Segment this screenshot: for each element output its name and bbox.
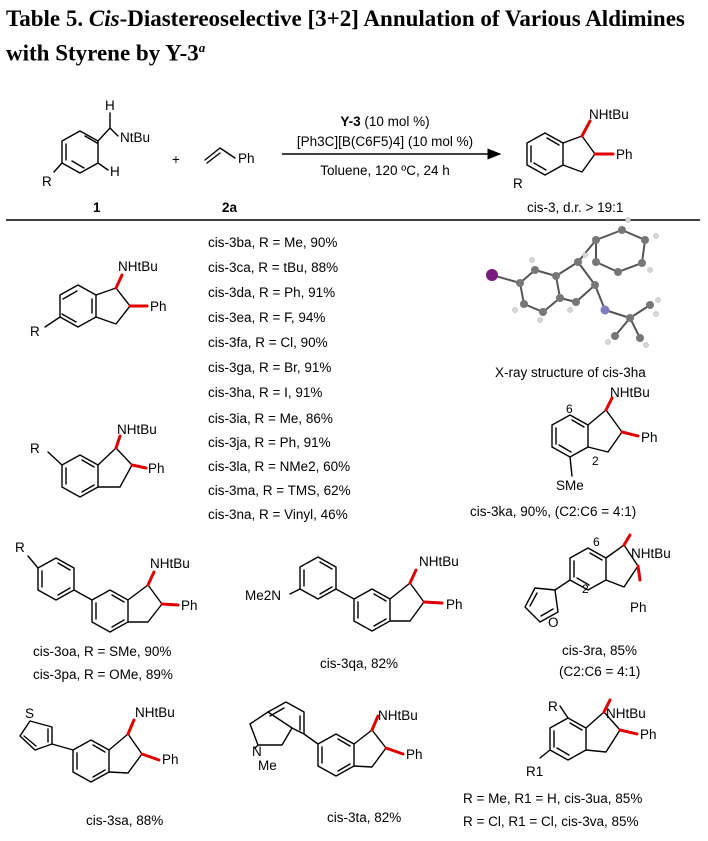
structure-3ba-series: NHtBu Ph R (30, 259, 167, 339)
substrate-styrene-structure: Ph (204, 147, 255, 166)
atom-nme2-qa: Me2N (245, 588, 281, 603)
atom-ph: Ph (616, 147, 633, 162)
compound-line: cis-3la, R = NMe2, 60% (208, 459, 350, 474)
atom-ntbu: NtBu (120, 130, 150, 145)
compound-line: cis-3ea, R = F, 94% (208, 310, 325, 325)
atom-ph-g1: Ph (150, 299, 167, 314)
ka-caption: cis-3ka, 90%, (C2:C6 = 4:1) (470, 504, 636, 519)
atom-nhtbu-ra: NHtBu (631, 546, 671, 561)
atom-nhtbu: NHtBu (589, 107, 629, 122)
compound-line: cis-3ga, R = Br, 91% (208, 360, 331, 375)
atom-r-g1: R (30, 324, 40, 339)
ta-caption: cis-3ta, 82% (327, 810, 401, 825)
oa-caption-2: cis-3pa, R = OMe, 89% (33, 667, 173, 682)
structure-3ra: NHtBu Ph O 6 2 (524, 533, 671, 630)
structure-3oa: NHtBu Ph R (15, 540, 198, 633)
atom-nhtbu-sa: NHtBu (135, 705, 175, 720)
plus-sign: + (172, 152, 180, 167)
position-2-label-ra: 2 (582, 582, 589, 596)
structure-3sa: NHtBu Ph S (19, 705, 179, 783)
atom-nhtbu-ka: NHtBu (610, 385, 650, 400)
atom-nhtbu-ua: NHtBu (606, 706, 646, 721)
position-6-label-ra: 6 (593, 535, 600, 549)
xray-structure-image (486, 217, 661, 348)
group1-list: cis-3ba, R = Me, 90% cis-3ca, R = tBu, 8… (208, 235, 338, 400)
compound-line: cis-3ma, R = TMS, 62% (208, 483, 351, 498)
ua-caption-1: R = Me, R1 = H, cis-3ua, 85% (463, 791, 642, 806)
atom-ph-styrene: Ph (238, 151, 255, 166)
ra-caption-1: cis-3ra, 85% (562, 643, 637, 658)
ua-caption-2: R = Cl, R1 = Cl, cis-3va, 85% (463, 814, 639, 829)
oa-caption-1: cis-3oa, R = SMe, 90% (33, 644, 171, 659)
compound-line: cis-3ba, R = Me, 90% (208, 235, 337, 250)
atom-nhtbu-qa: NHtBu (419, 554, 459, 569)
atom-ph-oa: Ph (181, 598, 198, 613)
compound-line: cis-3ca, R = tBu, 88% (208, 260, 338, 275)
ra-caption-2: (C2:C6 = 4:1) (559, 664, 640, 679)
atom-r-g2: R (30, 441, 40, 456)
qa-caption: cis-3qa, 82% (320, 656, 398, 671)
atom-nhtbu-ta: NHtBu (378, 708, 418, 723)
table-title-italic: Cis (88, 6, 120, 31)
atom-h-aryl: H (110, 164, 120, 179)
position-6-label: 6 (566, 402, 573, 416)
product-label: cis-3, d.r. > 19:1 (527, 200, 623, 215)
atom-n-ta: N (252, 744, 262, 759)
atom-ph-ra: Ph (630, 600, 647, 615)
atom-r-oa: R (15, 540, 25, 555)
substrate-2a-label: 2a (222, 200, 238, 215)
compound-line: cis-3fa, R = Cl, 90% (208, 335, 328, 350)
compound-line: cis-3ja, R = Ph, 91% (208, 435, 331, 450)
conditions-line-2: [Ph3C][B(C6F5)4] (10 mol %) (297, 134, 473, 149)
atom-r-sub: R (42, 174, 52, 189)
product-indane-structure: NHtBu Ph R (513, 107, 633, 191)
atom-h-imine: H (105, 98, 115, 113)
compound-line: cis-3na, R = Vinyl, 46% (208, 507, 348, 522)
catalyst-name: Y-3 (340, 114, 361, 129)
atom-r-prod: R (513, 176, 523, 191)
compound-line: cis-3da, R = Ph, 91% (208, 285, 335, 300)
atom-nhtbu-oa: NHtBu (150, 556, 190, 571)
atom-ph-qa: Ph (446, 597, 463, 612)
substrate-aldimine-structure: H NtBu H R (42, 98, 150, 189)
atom-o-ra: O (548, 615, 559, 630)
iodine-atom (486, 269, 498, 281)
atom-ph-ua: Ph (640, 727, 657, 742)
compound-line: cis-3ia, R = Me, 86% (208, 411, 333, 426)
structure-3qa: NHtBu Ph Me2N (245, 554, 463, 632)
atom-ph-ta: Ph (406, 747, 423, 762)
table-title-prefix: Table 5. (6, 6, 89, 31)
atom-me-ta: Me (258, 758, 277, 773)
structure-3ia-series: NHtBu Ph R (30, 422, 165, 498)
structure-3ta: NHtBu Ph N Me (249, 701, 423, 777)
xray-caption: X-ray structure of cis-3ha (495, 365, 646, 380)
table-title: Table 5. Cis-Diastereoselective [3+2] An… (6, 4, 706, 68)
structure-3ka: NHtBu Ph SMe 6 2 (551, 385, 658, 493)
substrate-1-label: 1 (93, 200, 101, 215)
atom-r1-ua: R1 (526, 764, 543, 779)
nitrogen-atom (600, 305, 610, 315)
table-title-footnote-mark: a (198, 40, 206, 55)
position-2-label: 2 (592, 454, 599, 468)
atom-ph-g2: Ph (148, 461, 165, 476)
atom-r-ua: R (548, 699, 558, 714)
atom-nhtbu-g1: NHtBu (118, 259, 158, 274)
conditions-line-3: Toluene, 120 ºC, 24 h (320, 163, 450, 178)
atom-ph-sa: Ph (162, 752, 179, 767)
atom-nhtbu-g2: NHtBu (117, 422, 157, 437)
conditions-line-1: Y-3 (10 mol %) (340, 114, 429, 129)
atom-s-sa: S (25, 706, 34, 721)
atom-sme-ka: SMe (556, 478, 584, 493)
table-title-rest: -Diastereoselective [3+2] Annulation of … (6, 6, 685, 66)
catalyst-loading: (10 mol %) (361, 114, 430, 129)
compound-line: cis-3ha, R = I, 91% (208, 385, 322, 400)
structure-3ua: NHtBu Ph R R1 (526, 698, 657, 779)
atom-ph-ka: Ph (641, 430, 658, 445)
sa-caption: cis-3sa, 88% (86, 813, 163, 828)
